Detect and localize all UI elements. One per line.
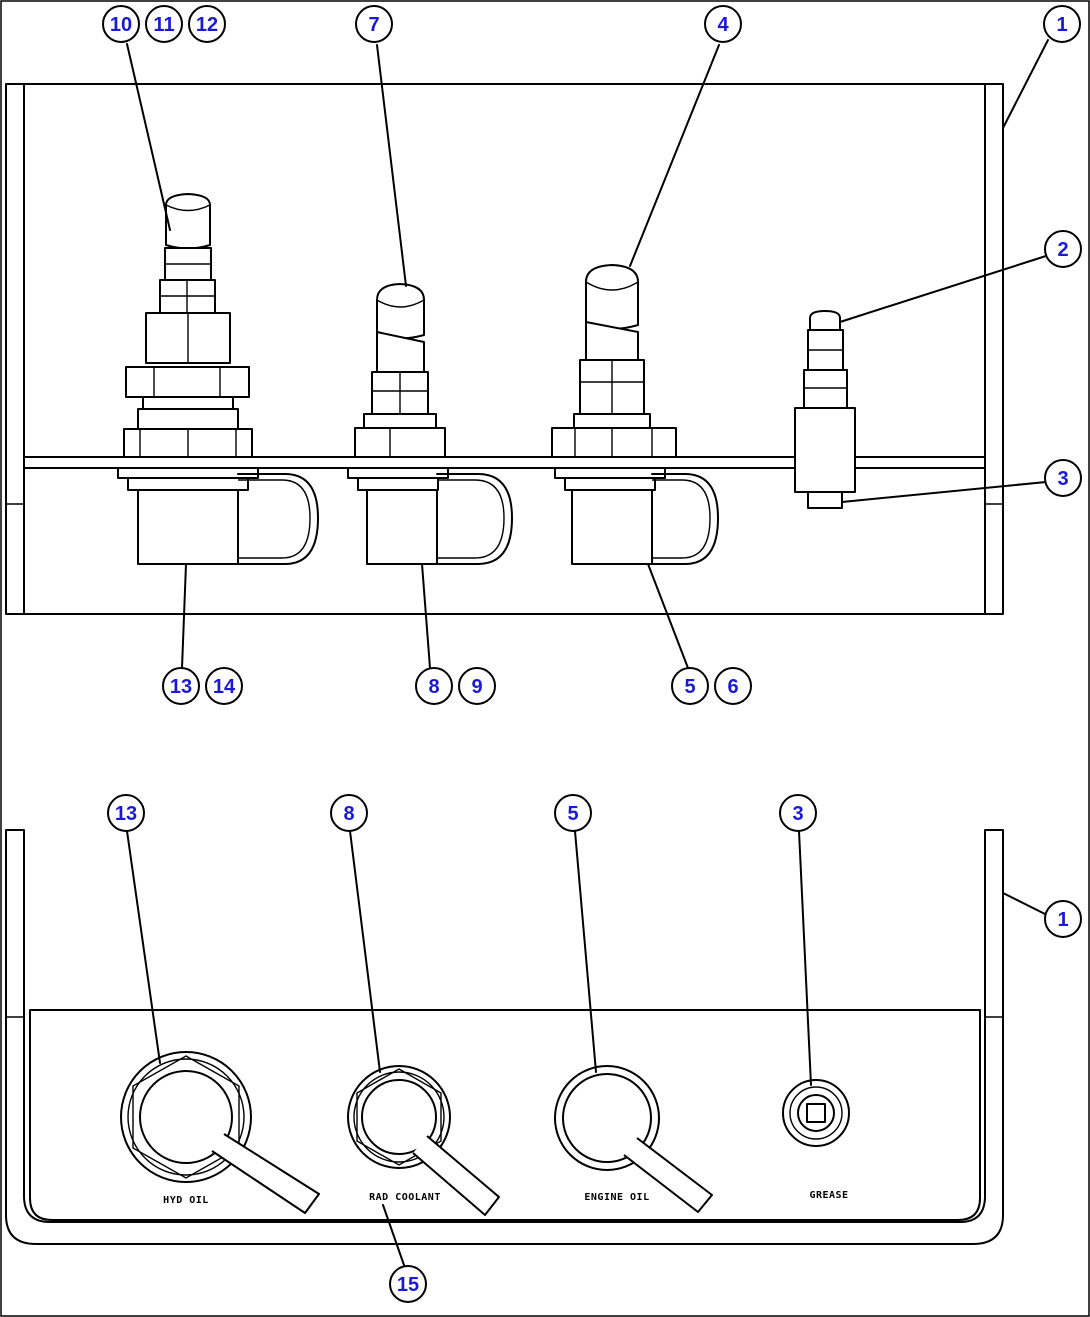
callout-label: 4 bbox=[717, 14, 729, 36]
callout-top-7: 7 bbox=[355, 5, 393, 43]
callout-label: 6 bbox=[727, 676, 738, 698]
callout-top-11: 11 bbox=[145, 5, 183, 43]
label-grease: GREASE bbox=[809, 1190, 848, 1201]
callout-label: 15 bbox=[397, 1274, 419, 1296]
callout-label: 1 bbox=[1057, 909, 1068, 931]
callout-label: 5 bbox=[567, 803, 578, 825]
top-leader-lines bbox=[126, 39, 1049, 669]
callout-top-6: 6 bbox=[714, 667, 752, 705]
callout-label: 12 bbox=[196, 14, 218, 36]
front-leader-lines bbox=[126, 830, 1046, 1269]
callout-label: 9 bbox=[471, 676, 482, 698]
callout-top-4: 4 bbox=[704, 5, 742, 43]
callout-top-9: 9 bbox=[458, 667, 496, 705]
callout-label: 3 bbox=[792, 803, 803, 825]
fitting-engine-oil-top bbox=[551, 264, 719, 565]
fitting-rad-coolant-top bbox=[347, 283, 513, 565]
callout-front-13: 13 bbox=[107, 794, 145, 832]
port-hyd-oil bbox=[120, 1051, 320, 1214]
fitting-hyd-oil-top bbox=[117, 193, 319, 565]
callout-front-5: 5 bbox=[554, 794, 592, 832]
callout-top-2: 2 bbox=[1044, 230, 1082, 268]
callout-label: 13 bbox=[115, 803, 137, 825]
callout-front-8: 8 bbox=[330, 794, 368, 832]
front-view: HYD OIL RAD COOLANT ENGINE OIL GREASE 13… bbox=[5, 794, 1082, 1303]
label-engine-oil: ENGINE OIL bbox=[584, 1192, 649, 1203]
callout-top-14: 14 bbox=[205, 667, 243, 705]
callout-label: 7 bbox=[368, 14, 379, 36]
callout-label: 3 bbox=[1057, 468, 1068, 490]
callout-label: 5 bbox=[684, 676, 695, 698]
label-rad-coolant: RAD COOLANT bbox=[369, 1192, 441, 1203]
callout-label: 11 bbox=[153, 14, 174, 36]
callout-label: 8 bbox=[428, 676, 439, 698]
callout-top-3: 3 bbox=[1044, 459, 1082, 497]
port-grease bbox=[782, 1079, 850, 1147]
callout-label: 1 bbox=[1056, 14, 1067, 36]
callout-front-15: 15 bbox=[389, 1265, 427, 1303]
front-bracket bbox=[5, 829, 1004, 1245]
callout-label: 8 bbox=[343, 803, 354, 825]
callout-top-5: 5 bbox=[671, 667, 709, 705]
label-hyd-oil: HYD OIL bbox=[163, 1195, 209, 1206]
callout-front-3: 3 bbox=[779, 794, 817, 832]
callout-front-1: 1 bbox=[1044, 900, 1082, 938]
top-view: 10 11 12 7 4 1 2 3 bbox=[5, 5, 1082, 705]
grease-fitting-top bbox=[794, 310, 856, 509]
callout-label: 14 bbox=[213, 676, 236, 698]
callout-label: 2 bbox=[1057, 239, 1068, 261]
port-rad-coolant bbox=[347, 1065, 500, 1216]
callout-top-1: 1 bbox=[1043, 5, 1081, 43]
callout-top-12: 12 bbox=[188, 5, 226, 43]
callout-top-13: 13 bbox=[162, 667, 200, 705]
callout-top-8: 8 bbox=[415, 667, 453, 705]
callout-label: 10 bbox=[110, 14, 132, 36]
callout-top-10: 10 bbox=[102, 5, 140, 43]
callout-label: 13 bbox=[170, 676, 192, 698]
port-engine-oil bbox=[554, 1065, 713, 1213]
